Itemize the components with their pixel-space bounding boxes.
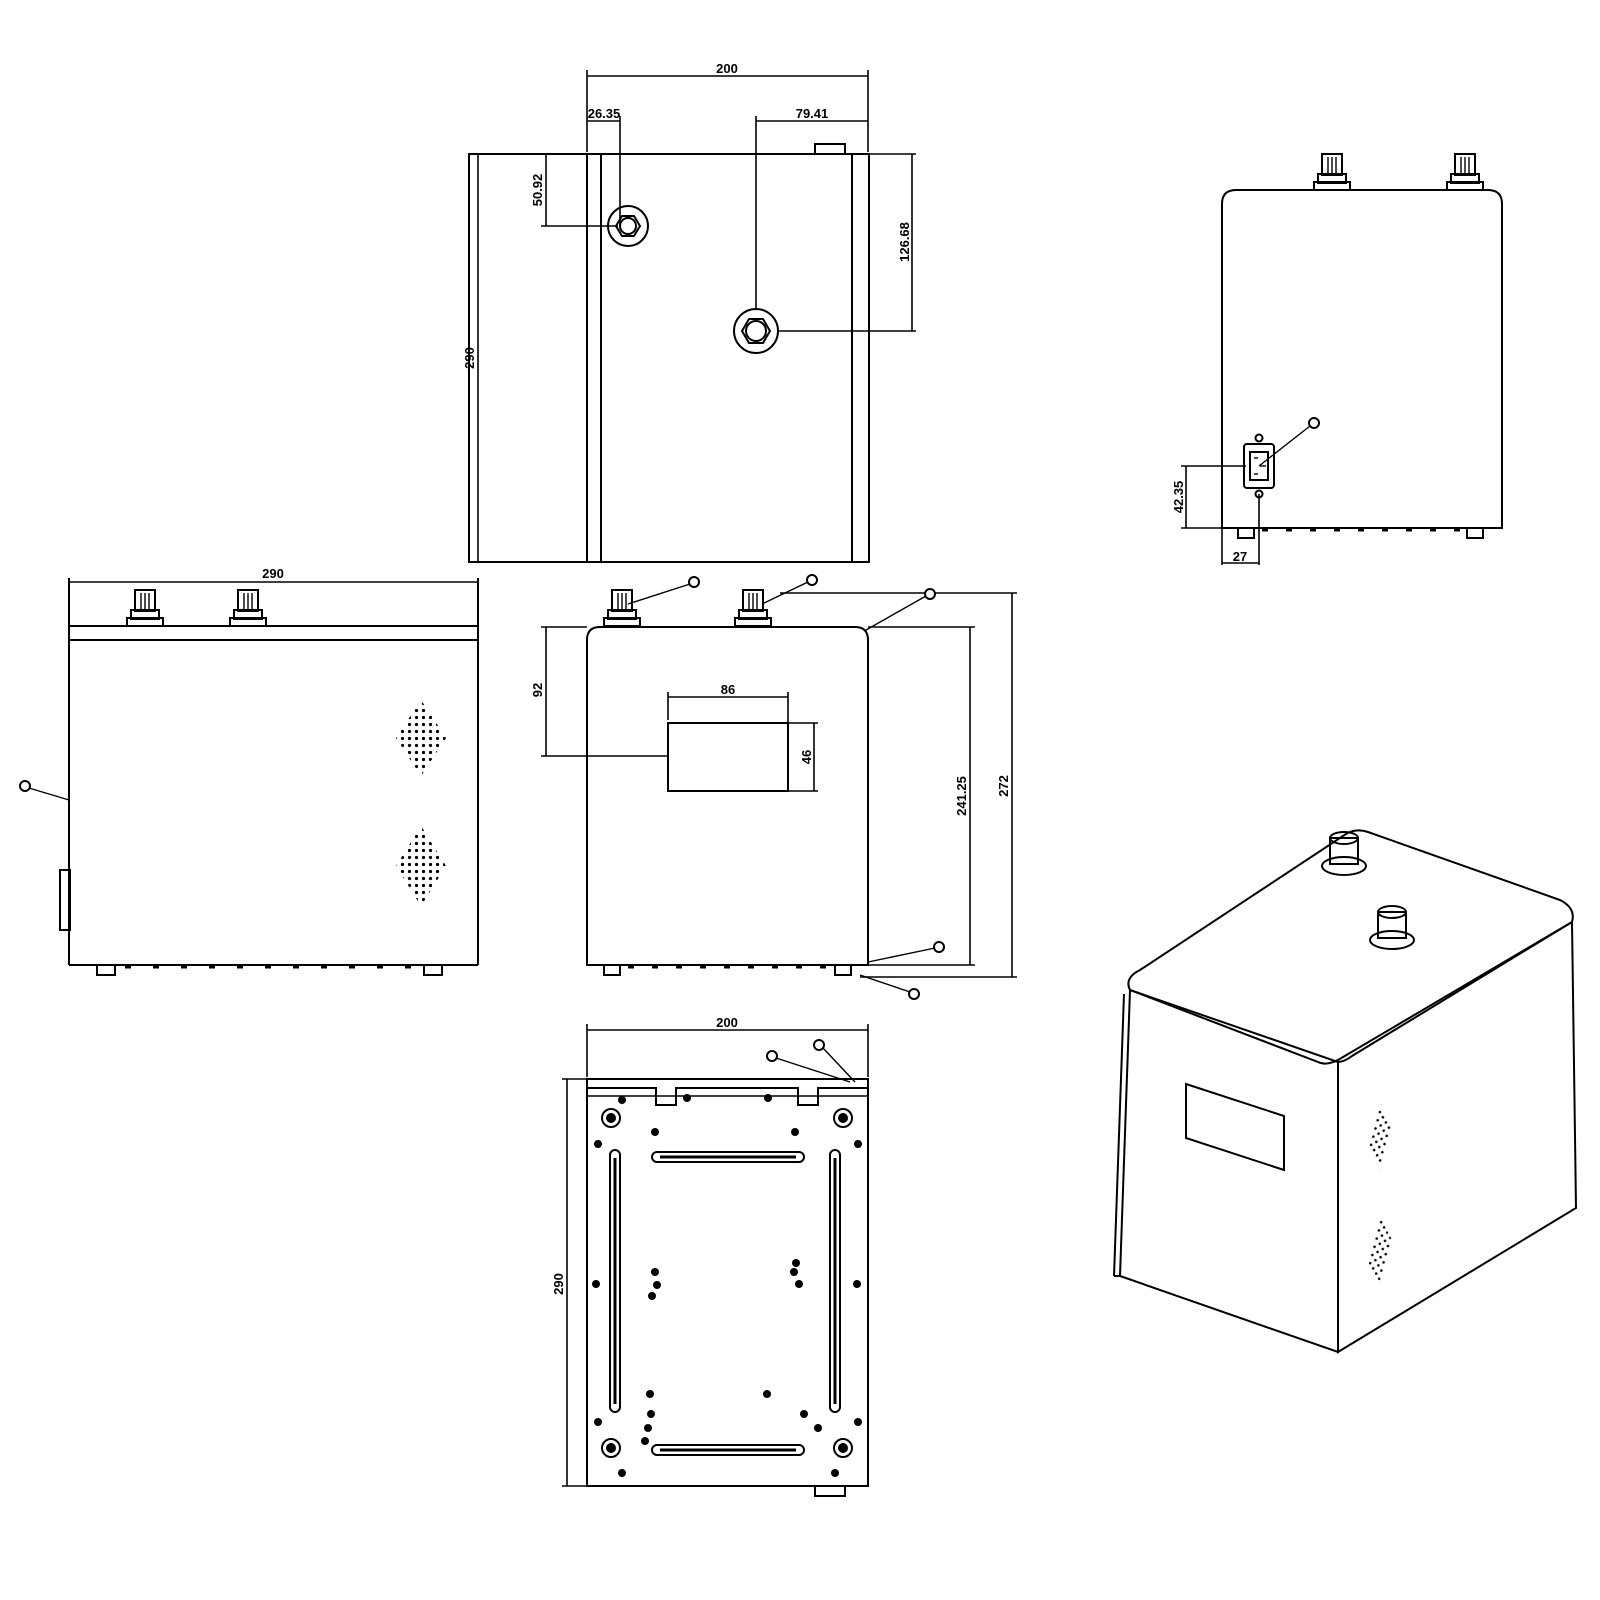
dim-bottom-depth: 290	[551, 1273, 566, 1295]
iso-vent-lower	[1368, 1216, 1392, 1286]
isometric-view	[1113, 829, 1578, 1354]
bottom-view: 200 290	[551, 1015, 869, 1497]
bottom-bosses	[601, 1108, 853, 1458]
dim-total-height: 272	[996, 775, 1011, 797]
dim-side-length: 290	[262, 566, 284, 581]
front-view-outline	[586, 626, 869, 966]
dim-panel-width: 86	[721, 682, 735, 697]
dim-inlet-offset: 27	[1233, 549, 1247, 564]
dim-hole1-y: 50.92	[530, 174, 545, 207]
iso-vent-upper	[1368, 1102, 1392, 1170]
dim-panel-height: 46	[799, 750, 814, 764]
callout-1	[813, 1039, 825, 1051]
back-view: 42.35 27	[1171, 153, 1503, 565]
bottom-slots	[609, 1149, 841, 1456]
callout-6	[19, 780, 31, 792]
side-view: 290	[19, 566, 479, 976]
callout-9	[1308, 417, 1320, 429]
dim-body-height: 241.25	[954, 776, 969, 816]
iso-display-panel	[1185, 1082, 1285, 1172]
display-panel	[667, 722, 789, 792]
dim-top-depth: 290	[462, 347, 477, 369]
callout-2	[766, 1050, 778, 1062]
dim-top-width: 200	[716, 61, 738, 76]
top-fitting-2	[733, 308, 779, 354]
dim-hole2-y: 126.68	[897, 222, 912, 262]
top-view: 200 26.35 79.41 50.92 126.68 290	[462, 61, 916, 563]
iso-front-face	[1118, 988, 1339, 1354]
bottom-screws	[592, 1094, 862, 1477]
callout-8	[806, 574, 818, 586]
side-vent-upper	[396, 700, 446, 776]
callout-5	[908, 988, 920, 1000]
iso-side-face	[1337, 920, 1578, 1354]
iso-knob-2	[1369, 905, 1415, 950]
dim-inlet-height: 42.35	[1171, 481, 1186, 514]
dim-bottom-width: 200	[716, 1015, 738, 1030]
iso-top-face	[1127, 829, 1574, 1065]
top-view-outline	[468, 153, 870, 563]
back-view-outline	[1221, 189, 1503, 529]
front-view: 92 86 46 241.25 272	[530, 574, 1017, 1000]
callout-7	[688, 576, 700, 588]
callout-4	[933, 941, 945, 953]
iso-knob-1	[1321, 831, 1367, 876]
dim-panel-top: 92	[530, 683, 545, 697]
side-vent-lower	[396, 826, 446, 906]
dim-hole2-x: 79.41	[796, 106, 829, 121]
dim-hole1-x: 26.35	[588, 106, 621, 121]
back-feet	[1237, 527, 1484, 539]
bottom-view-outline	[586, 1078, 869, 1487]
callout-3	[924, 588, 936, 600]
